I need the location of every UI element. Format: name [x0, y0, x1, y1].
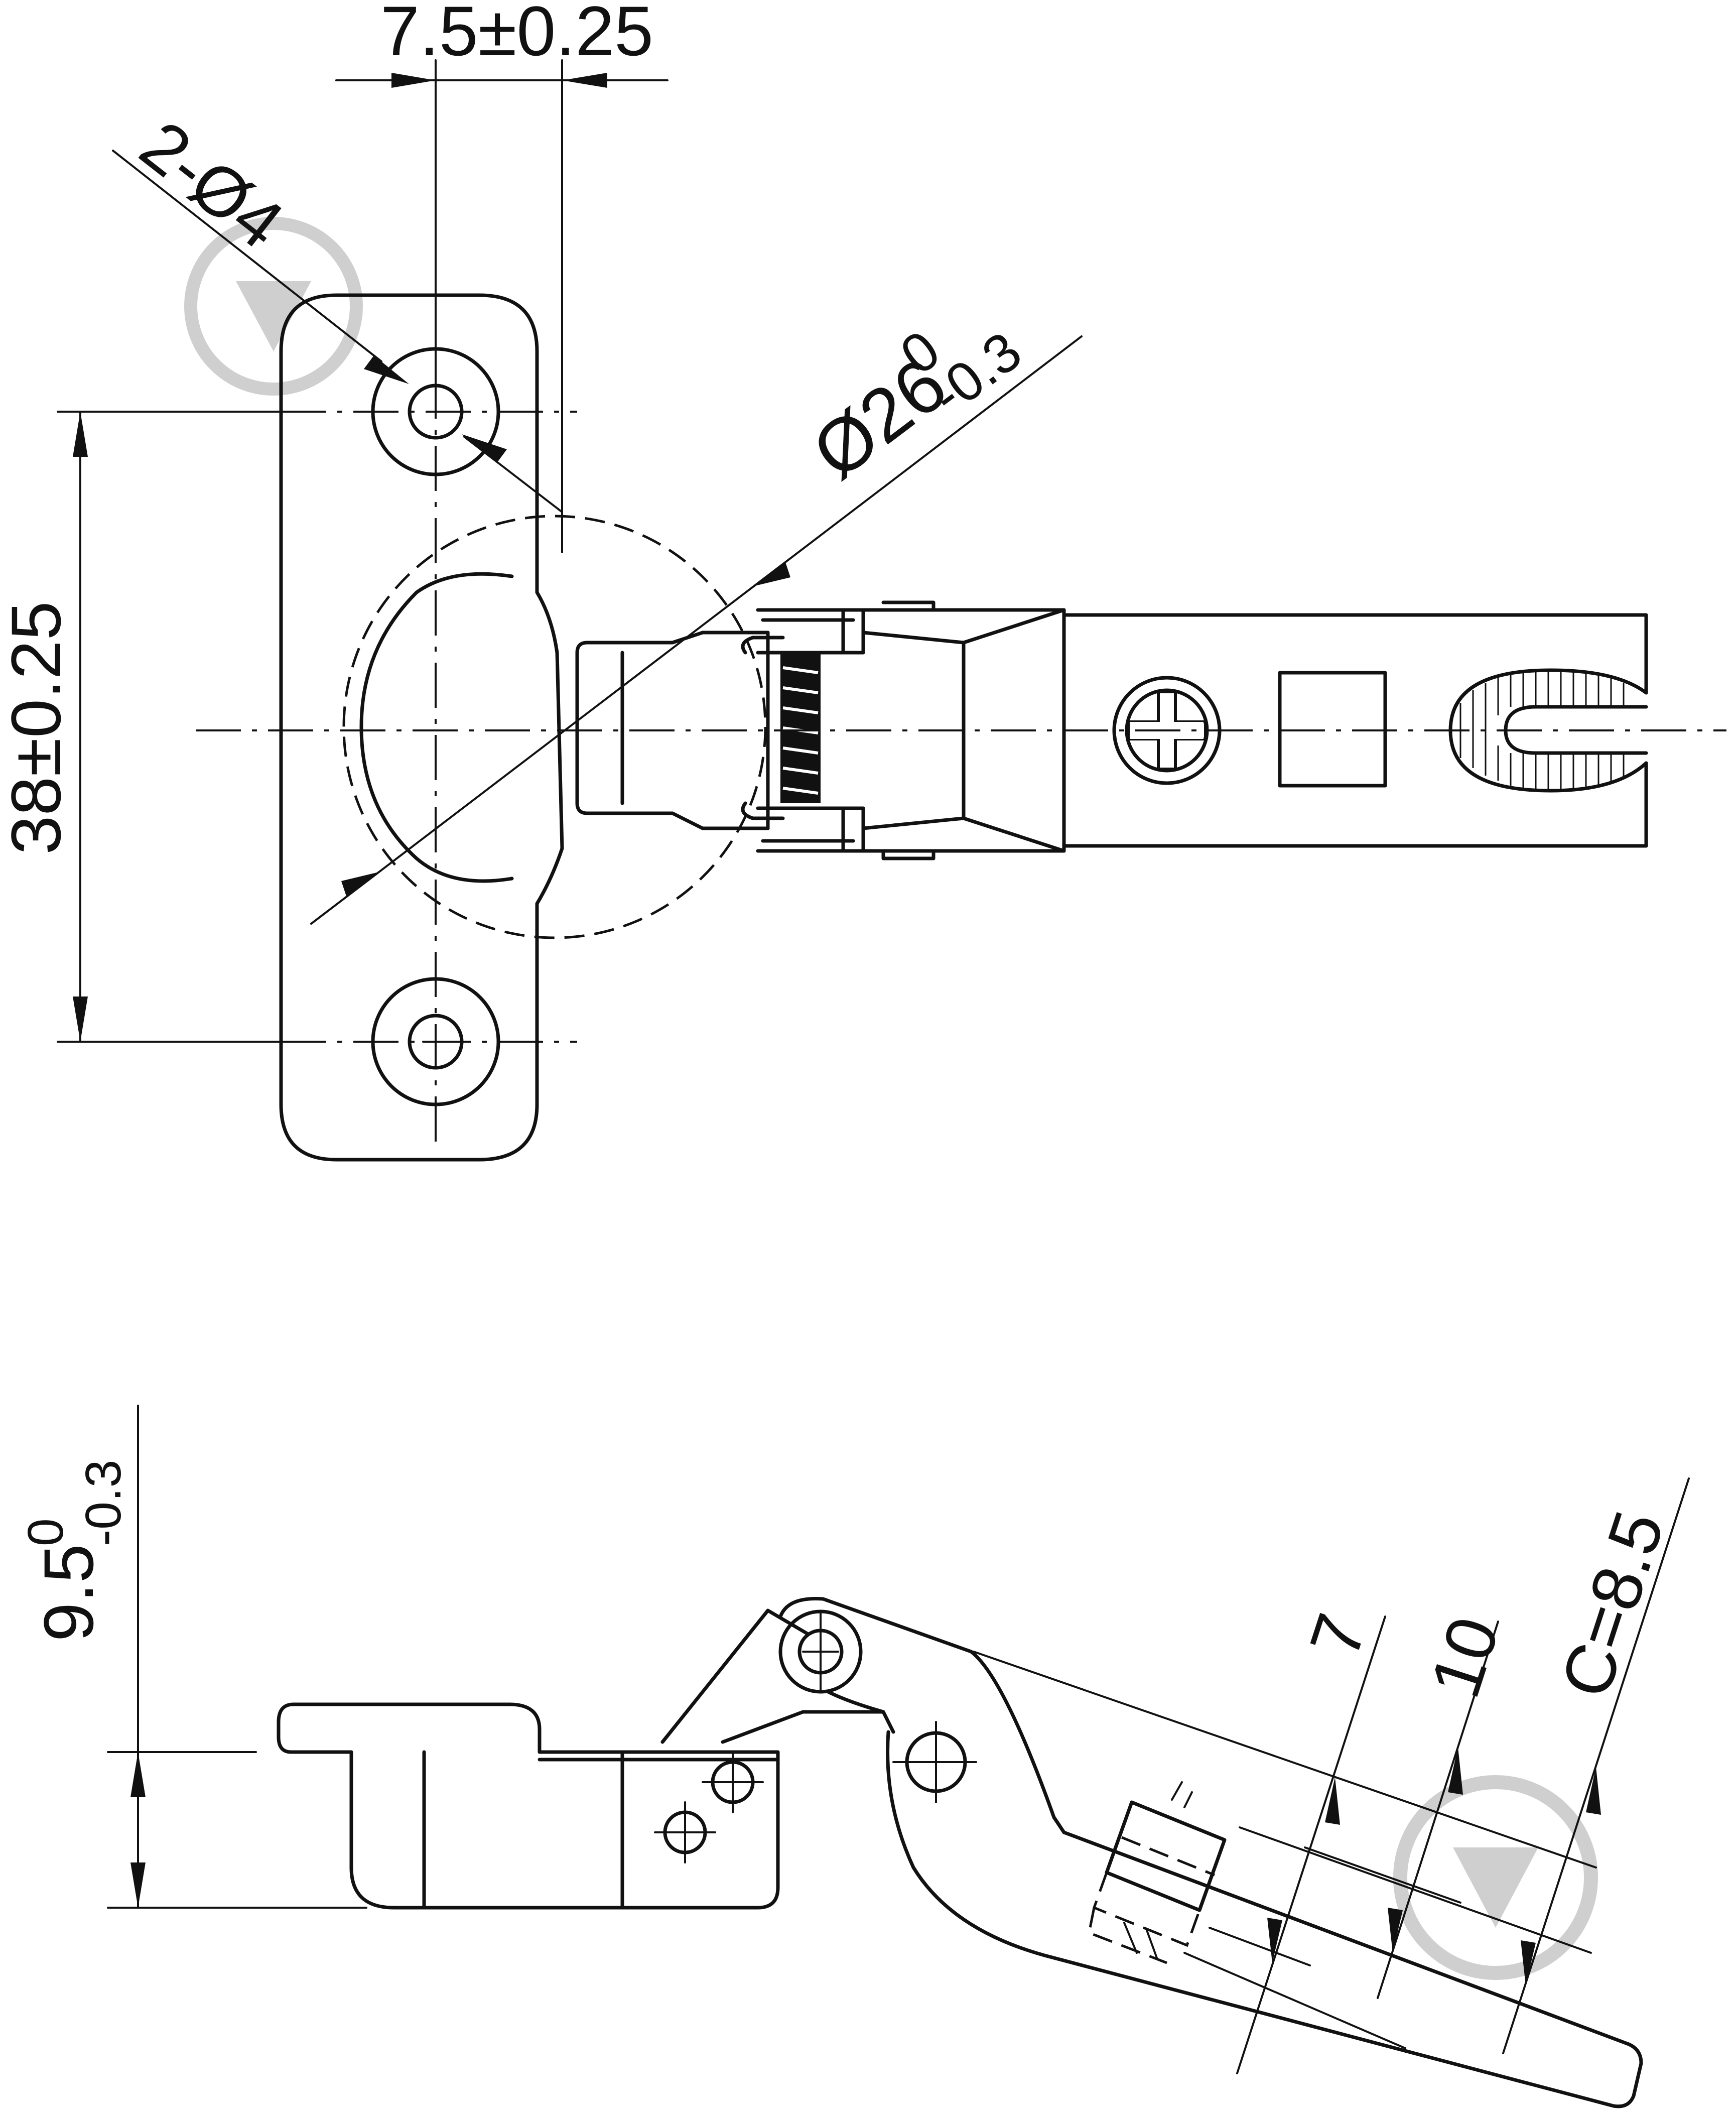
dim-hole-spacing-label: 38±0.25 — [0, 601, 75, 854]
mounting-plate-outline — [279, 293, 564, 1162]
dim-7-label: 7 — [1294, 1605, 1381, 1667]
dim-overlay-label: C=8.5 — [1545, 1502, 1679, 1707]
dim-hole-offset-label: 7.5±0.25 — [380, 0, 653, 70]
cup-circle — [342, 515, 767, 939]
hinge-arm-side-view — [886, 1650, 1643, 2108]
watermark-logo-bottom — [1393, 1775, 1598, 1980]
watermark-logo-top — [184, 217, 363, 396]
hinge-link — [660, 1608, 810, 1744]
side-view: 9.5 0 -0.3 7 10 C=8.5 — [18, 1405, 1690, 2108]
dim-cup-depth-label: 9.5 — [29, 1544, 108, 1642]
adjusting-screw — [1088, 1781, 1227, 1964]
dim-holes: 2-Ø4 — [112, 105, 563, 513]
slotted-end — [1448, 668, 1648, 793]
dim-cup-depth-upper-tol: 0 — [18, 1518, 74, 1546]
side-screw-2 — [702, 1751, 764, 1813]
side-screw-1 — [654, 1801, 716, 1863]
spring — [741, 631, 821, 830]
pivot-upper — [778, 1609, 863, 1694]
dim-overlay: C=8.5 — [1502, 1477, 1690, 2054]
dim-holes-label: 2-Ø4 — [126, 105, 298, 264]
pivot-lower — [892, 1721, 977, 1803]
dim-hole-offset: 7.5±0.25 — [335, 0, 669, 553]
top-view: 7.5±0.25 2-Ø4 Ø26 0 -0.3 — [0, 0, 1726, 1162]
dim-cup-depth: 9.5 0 -0.3 — [18, 1405, 367, 1909]
cup-flange — [277, 1702, 780, 1910]
dim-cup-depth-lower-tol: -0.3 — [75, 1460, 131, 1546]
dim-7: 7 — [1236, 1605, 1386, 2074]
cup-neck — [359, 572, 514, 883]
dim-hole-spacing: 38±0.25 — [0, 411, 282, 1043]
adjust-square — [1278, 671, 1387, 788]
dim-10-label: 10 — [1415, 1608, 1514, 1707]
